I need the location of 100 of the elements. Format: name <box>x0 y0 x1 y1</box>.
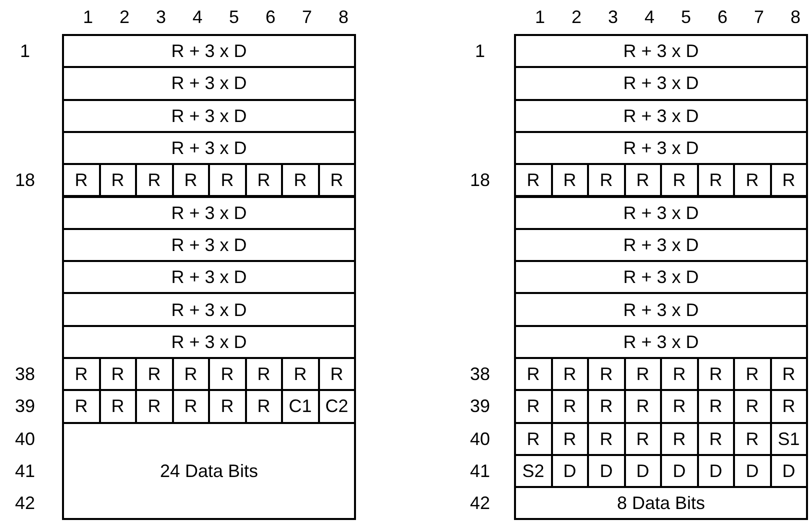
field-label: R + 3 x D <box>171 300 247 319</box>
field-label: R <box>746 397 759 416</box>
field-label: 24 Data Bits <box>160 462 258 480</box>
row-number: 42 <box>14 494 36 512</box>
field-row <box>62 66 356 101</box>
row-number: 39 <box>14 397 36 416</box>
field-label: R + 3 x D <box>171 332 247 351</box>
field-label: R <box>220 171 234 190</box>
row-number: 38 <box>14 365 36 384</box>
field-row <box>62 196 356 230</box>
field-label: D <box>672 462 686 480</box>
field-label: R <box>636 365 650 384</box>
field-row <box>62 34 356 68</box>
column-number: 7 <box>302 8 312 26</box>
field-label: R <box>294 171 307 190</box>
field-row <box>62 228 356 262</box>
field-label: R <box>563 365 576 384</box>
column-number: 3 <box>156 8 166 26</box>
field-label: R <box>526 430 540 448</box>
field-label: R <box>672 365 686 384</box>
field-row <box>62 130 356 166</box>
field-row <box>514 66 808 101</box>
field-label: R <box>184 397 198 416</box>
row-number: 40 <box>14 430 36 448</box>
field-label: R <box>526 397 540 416</box>
field-label: R + 3 x D <box>171 42 247 60</box>
field-label: R <box>563 397 576 416</box>
field-label: R <box>526 365 540 384</box>
field-label: R + 3 x D <box>171 106 247 125</box>
column-number: 2 <box>572 8 582 26</box>
bit-field <box>318 163 356 198</box>
field-label: D <box>636 462 650 480</box>
field-label: R <box>148 365 161 384</box>
row-number: 41 <box>470 462 490 480</box>
field-label: R <box>526 171 540 190</box>
field-label: R <box>74 365 88 384</box>
field-label: R + 3 x D <box>171 74 247 92</box>
field-label: R + 3 x D <box>623 204 699 222</box>
field-label: R <box>672 430 686 448</box>
bit-field <box>62 163 100 198</box>
field-label: R <box>74 171 88 190</box>
row-number: 38 <box>470 365 490 384</box>
field-label: R <box>636 171 650 190</box>
field-label: S2 <box>522 462 544 480</box>
field-row <box>514 292 808 327</box>
field-row <box>514 228 808 262</box>
row-number: 1 <box>475 42 485 60</box>
field-label: R <box>257 365 270 384</box>
field-label: S1 <box>778 430 800 448</box>
column-number: 1 <box>83 8 93 26</box>
bit-field <box>770 163 808 198</box>
column-number: 2 <box>120 8 130 26</box>
field-label: R + 3 x D <box>171 236 247 254</box>
field-label: R <box>111 365 124 384</box>
field-row <box>514 324 808 359</box>
field-label: R <box>257 171 270 190</box>
field-label: R <box>709 397 722 416</box>
field-label: R <box>709 430 722 448</box>
field-label: R + 3 x D <box>623 332 699 351</box>
column-number: 5 <box>681 8 691 26</box>
field-label: R <box>111 397 124 416</box>
field-label: C1 <box>288 397 312 416</box>
column-number: 5 <box>229 8 239 26</box>
field-label: R + 3 x D <box>171 139 247 158</box>
column-number: 7 <box>754 8 764 26</box>
field-label: R <box>184 171 198 190</box>
field-label: R + 3 x D <box>623 42 699 60</box>
field-label: R <box>746 430 759 448</box>
field-label: C2 <box>325 397 348 416</box>
field-label: R <box>74 397 88 416</box>
field-label: R <box>563 171 576 190</box>
field-label: R <box>600 171 613 190</box>
field-label: R <box>709 365 722 384</box>
row-number: 18 <box>470 171 490 190</box>
field-label: R <box>782 397 796 416</box>
field-label: R + 3 x D <box>623 300 699 319</box>
field-row <box>62 260 356 294</box>
field-label: R <box>330 365 344 384</box>
field-label: R + 3 x D <box>171 204 247 222</box>
row-number: 39 <box>470 397 490 416</box>
field-row <box>514 130 808 166</box>
field-row <box>514 196 808 230</box>
field-label: D <box>746 462 759 480</box>
field-label: R + 3 x D <box>171 268 247 286</box>
field-label: R <box>746 171 759 190</box>
column-number: 3 <box>608 8 618 26</box>
row-number: 1 <box>20 42 30 60</box>
field-label: R <box>220 365 234 384</box>
column-number: 6 <box>718 8 728 26</box>
field-label: R <box>220 397 234 416</box>
field-label: R <box>111 171 124 190</box>
field-label: R + 3 x D <box>623 236 699 254</box>
field-label: R <box>600 430 613 448</box>
row-number: 42 <box>470 494 490 512</box>
field-row <box>62 422 356 520</box>
field-row <box>514 260 808 294</box>
field-label: 8 Data Bits <box>616 494 706 512</box>
field-row <box>514 98 808 133</box>
field-label: R <box>184 365 198 384</box>
column-number: 8 <box>338 8 348 26</box>
